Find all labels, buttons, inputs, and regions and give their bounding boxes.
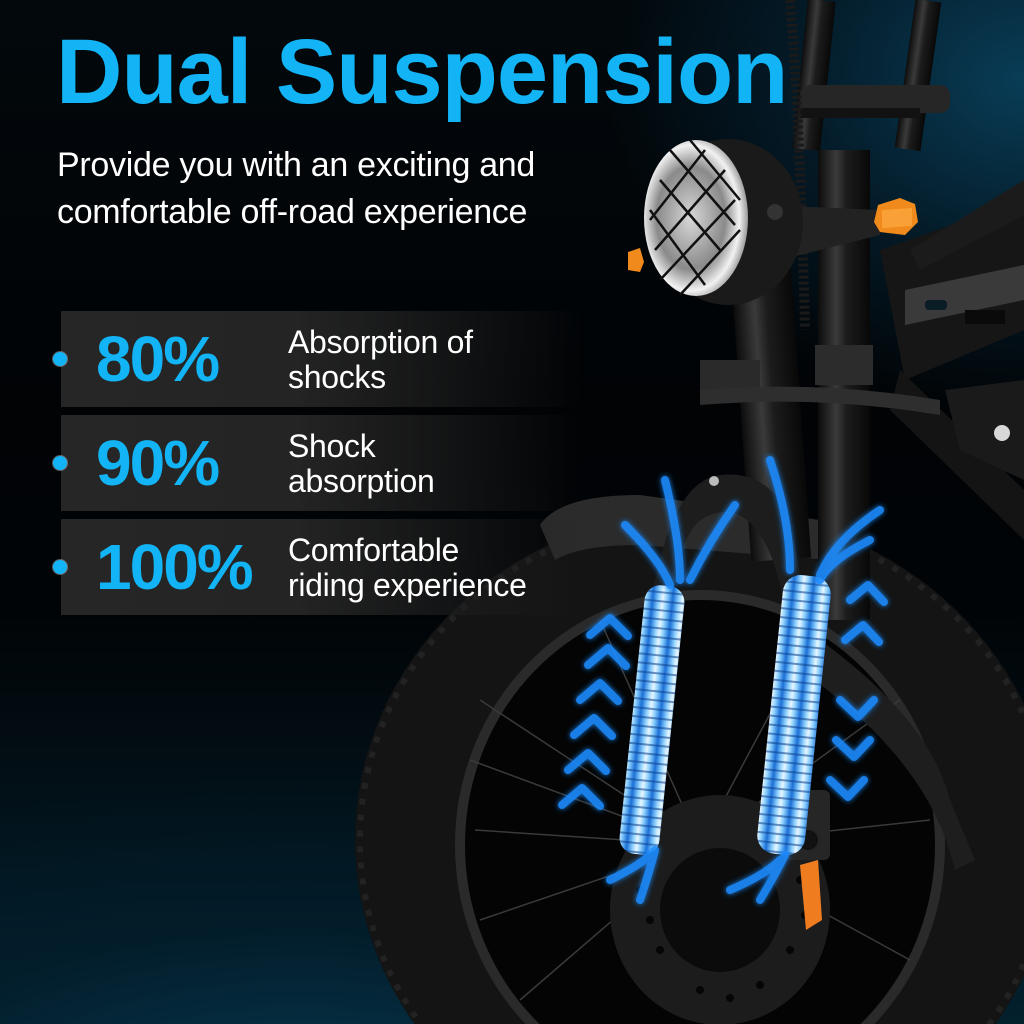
stats-list: 80% Absorption of shocks 90% Shock absor…	[0, 311, 620, 623]
stat-label: Shock absorption	[288, 428, 435, 499]
stat-bar-background	[61, 519, 581, 615]
stat-label: Comfortable riding experience	[288, 533, 527, 603]
suspension-spring-left	[619, 585, 685, 855]
subtitle-line-2: comfortable off-road experience	[57, 193, 528, 231]
stat-label-line-1: Absorption of	[288, 324, 473, 360]
mudguard-right	[800, 640, 975, 870]
page-subtitle: Provide you with an exciting and comfort…	[57, 142, 535, 236]
stat-item: 90% Shock absorption	[0, 415, 620, 511]
suspension-spring-right	[757, 575, 831, 855]
turn-indicator-left	[628, 248, 644, 272]
stat-label-line-2: riding experience	[288, 567, 527, 603]
stat-bar-background	[61, 311, 581, 407]
stat-value: 90%	[96, 427, 220, 499]
motion-arrows	[558, 456, 888, 904]
stat-label-line-2: shocks	[288, 359, 386, 395]
stat-value: 100%	[96, 531, 254, 603]
stat-item: 80% Absorption of shocks	[0, 311, 620, 407]
headlight	[644, 139, 803, 305]
bullet-dot-icon	[53, 352, 67, 366]
bullet-dot-icon	[53, 456, 67, 470]
handlebar	[785, 0, 950, 331]
bike-frame	[880, 180, 1024, 540]
stat-label-line-1: Comfortable	[288, 532, 459, 568]
subtitle-line-1: Provide you with an exciting and	[57, 146, 536, 184]
stat-label-line-1: Shock	[288, 428, 376, 464]
turn-indicator-right	[874, 198, 918, 235]
stat-bar-background	[61, 415, 581, 511]
stat-value: 80%	[96, 323, 220, 395]
fork-arch	[650, 474, 805, 610]
stat-label: Absorption of shocks	[288, 325, 473, 395]
stat-item: 100% Comfortable riding experience	[0, 519, 620, 615]
bullet-dot-icon	[53, 560, 67, 574]
stat-label-line-2: absorption	[288, 463, 435, 499]
page-title: Dual Suspension	[56, 21, 788, 123]
